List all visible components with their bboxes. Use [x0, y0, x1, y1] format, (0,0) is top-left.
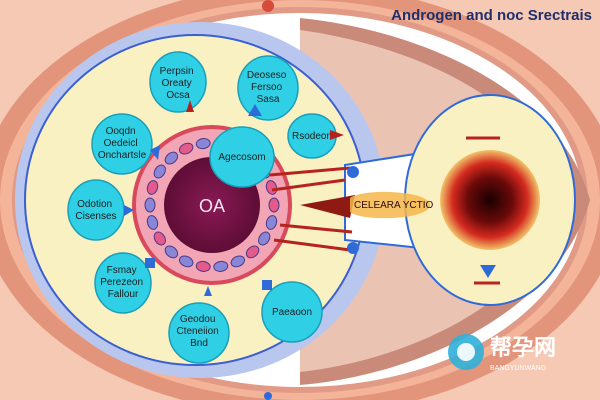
watermark-logo-inner: [457, 343, 475, 361]
follicle-core: [440, 150, 540, 250]
bubble-shape: [261, 281, 323, 343]
connector-arrow-icon: [124, 205, 134, 216]
bubble-line: Geodou: [180, 314, 216, 325]
bubble-connectors: [124, 0, 344, 400]
bubble-line: Perezeon: [100, 277, 143, 288]
signal-arrow-3: [279, 223, 353, 234]
connector-arrow-icon: [330, 130, 344, 140]
bubble-shape: [149, 51, 207, 113]
bubble-bottom-left: Fsmay Perezeon Fallour: [94, 252, 152, 314]
connector-square-icon: [262, 280, 272, 290]
bubble-line: Perpsin: [160, 66, 194, 77]
bubble-top-left: Perpsin Oreaty Ocsa: [149, 51, 207, 113]
bubble-group: Perpsin Oreaty Ocsa Deoseso Fersoo Sasa …: [67, 51, 337, 364]
connector-arrow-icon: [186, 100, 194, 112]
bubble-shape: [168, 302, 230, 364]
diagram-title: Androgen and noc Srectrais: [391, 7, 592, 24]
bottom-dot: [264, 392, 272, 400]
ring-cell: [164, 245, 179, 259]
ring-cell: [144, 197, 156, 213]
signal-arrow-1: [269, 166, 351, 177]
bubble-line: Cisenses: [75, 211, 116, 222]
bubble-line: Oedeicl: [104, 138, 138, 149]
bubble-line: Agecosom: [218, 152, 265, 163]
bubble-text: Deoseso Fersoo Sasa: [247, 70, 289, 105]
bubble-text: Perpsin Oreaty Ocsa: [160, 66, 197, 101]
top-dot: [262, 0, 274, 12]
bubble-center-top: Agecosom: [209, 126, 275, 188]
watermark: 帮孕网 BANGYUNWANG: [448, 334, 556, 372]
signal-arrow-4: [273, 238, 351, 252]
bubble-line: Fsmay: [107, 265, 137, 276]
ring-cell: [195, 260, 211, 272]
ring-cell: [230, 255, 245, 268]
ring-cell: [265, 215, 278, 230]
signal-arrows: [269, 166, 359, 254]
bubble-mid-left: Ooqdn Oedeicl Onchartsle: [91, 113, 153, 175]
ring-cell: [195, 138, 211, 150]
bubble-shape: [67, 179, 125, 241]
node-dot-top: [347, 166, 359, 178]
ring-cell: [258, 231, 271, 246]
ring-cell: [268, 197, 280, 213]
follicle-arrow-icon: [480, 265, 496, 278]
ring-cell: [245, 245, 260, 259]
bubble-line: Deoseso: [247, 70, 287, 81]
connector-arrow-icon: [248, 104, 262, 116]
bubble-text: Fsmay Perezeon Fallour: [100, 265, 146, 300]
bubble-line: Onchartsle: [98, 150, 147, 161]
bubble-shape: [209, 126, 275, 188]
bubble-line: Sasa: [257, 94, 280, 105]
bubble-line: Fersoo: [251, 82, 283, 93]
core-label: OA: [199, 196, 225, 216]
watermark-en: BANGYUNWANG: [490, 365, 546, 372]
bubble-line: Fallour: [108, 289, 139, 300]
bubble-line: Odotion: [77, 199, 112, 210]
ring-cell: [213, 260, 229, 272]
ring-cell: [179, 255, 194, 268]
bubble-shape: [91, 113, 153, 175]
ring-cell: [153, 164, 166, 179]
side-label: CELEARA YCTIO: [354, 200, 434, 211]
bubble-right-top: Rsodeon: [287, 113, 337, 159]
bubble-line: Oreaty: [162, 78, 192, 89]
bubble-bottom-mid: Geodou Cteneiion Bnd: [168, 302, 230, 364]
bubble-line: Bnd: [190, 338, 208, 349]
bubble-text: Ooqdn Oedeicl Onchartsle: [98, 126, 147, 161]
connector-square-icon: [145, 258, 155, 268]
connector-arrow-icon: [204, 286, 212, 296]
side-label-plate: [350, 191, 430, 219]
node-dot-bottom: [347, 242, 359, 254]
bubble-line: Ocsa: [166, 90, 190, 101]
bubble-line: Ooqdn: [106, 126, 136, 137]
bubble-line: Rsodeon: [292, 131, 332, 142]
ring-cell: [146, 180, 159, 195]
bubble-left: Odotion Cisenses: [67, 179, 125, 241]
bubble-bottom-right: Paeaoon: [261, 281, 323, 343]
bubble-text: Geodou Cteneiion Bnd: [176, 314, 221, 349]
ring-cell: [153, 231, 166, 246]
watermark-cn: 帮孕网: [490, 335, 556, 361]
ring-cell: [164, 151, 179, 165]
signal-arrow-2: [271, 178, 346, 192]
bubble-line: Paeaoon: [272, 307, 312, 318]
bubble-shape: [237, 55, 299, 121]
arrow-head-icon: [300, 195, 355, 218]
bubble-text: Odotion Cisenses: [75, 199, 116, 222]
bubble-shape: [94, 252, 152, 314]
ring-cell: [146, 215, 159, 230]
bubble-top-mid: Deoseso Fersoo Sasa: [237, 55, 299, 121]
bubble-line: Cteneiion: [176, 326, 218, 337]
connector-arrow-icon: [150, 145, 160, 160]
ring-cell: [179, 142, 194, 155]
